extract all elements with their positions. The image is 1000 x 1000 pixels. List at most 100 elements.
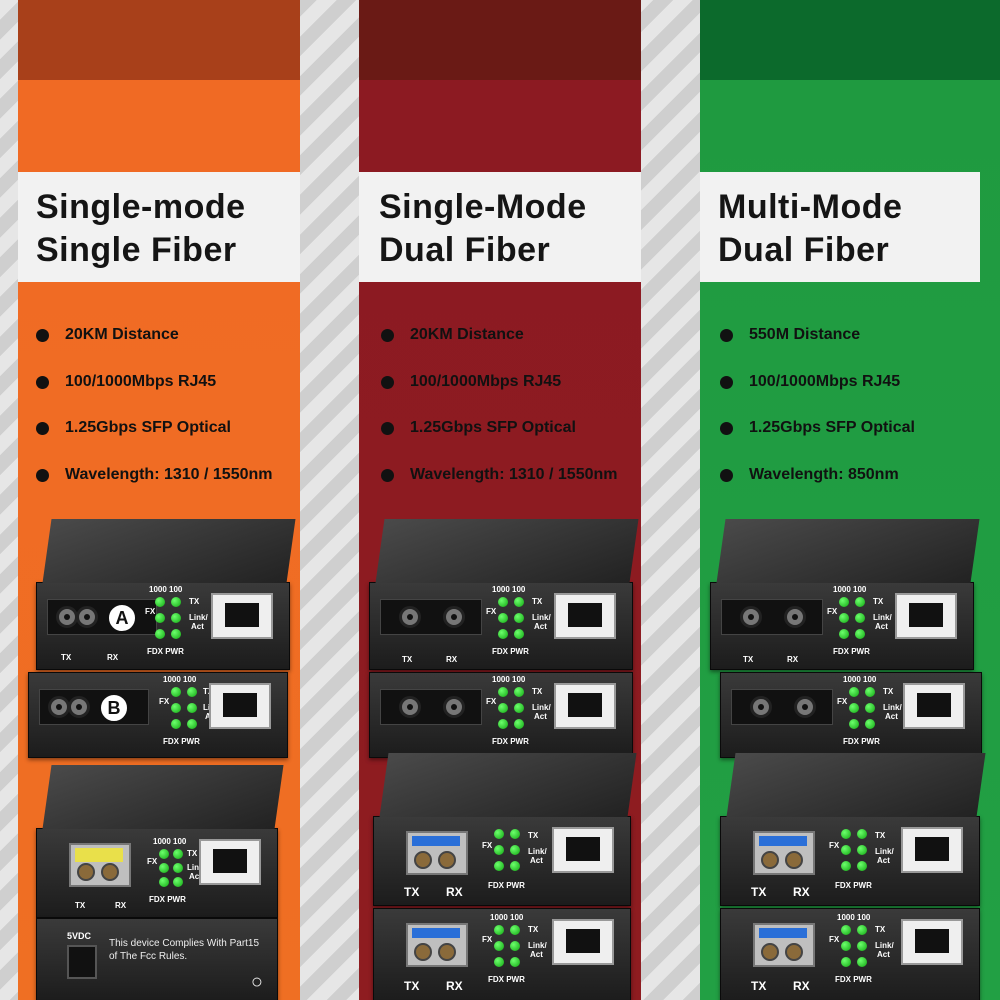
led-indicator <box>841 941 851 951</box>
title-band <box>359 172 641 282</box>
led-indicator <box>841 925 851 935</box>
fdx-pwr-label: FDX PWR <box>492 737 529 746</box>
led-indicator <box>514 613 524 623</box>
tx-led-label: TX <box>873 597 884 606</box>
bullet-icon <box>381 375 394 389</box>
feature-text: 100/1000Mbps RJ45 <box>410 372 562 390</box>
sc-port <box>784 606 806 628</box>
led-indicator <box>849 687 859 697</box>
led-indicator <box>187 687 197 697</box>
column-cap <box>359 0 641 80</box>
sfp-module <box>406 831 468 875</box>
feature-item: 1.25Gbps SFP Optical <box>720 419 915 466</box>
led-indicator <box>173 877 183 887</box>
act-label: Act <box>534 712 547 721</box>
sfp-port <box>761 851 779 869</box>
led-indicator <box>159 849 169 859</box>
led-indicator <box>171 597 181 607</box>
tx-led-label: TX <box>532 597 543 606</box>
feature-item: 100/1000Mbps RJ45 <box>381 373 618 420</box>
led-indicator <box>510 941 520 951</box>
speed-label: 1000 100 <box>490 913 524 922</box>
feature-list: 20KM Distance 100/1000Mbps RJ45 1.25Gbps… <box>381 326 618 512</box>
title-line-2: Dual Fiber <box>718 231 890 269</box>
led-indicator <box>855 613 865 623</box>
link-label: Link/ <box>875 847 894 856</box>
feature-item: 100/1000Mbps RJ45 <box>36 373 273 420</box>
act-label: Act <box>530 856 543 865</box>
bullet-icon <box>36 375 49 389</box>
sc-port <box>443 696 465 718</box>
tx-led-label: TX <box>528 925 539 934</box>
act-label: Act <box>530 950 543 959</box>
device-top-panel <box>42 519 296 583</box>
led-indicator <box>510 845 520 855</box>
speed-label: 1000 100 <box>492 585 526 594</box>
led-indicator <box>494 957 504 967</box>
led-indicator <box>494 925 504 935</box>
sc-port-block <box>47 599 157 635</box>
title-line-1: Multi-Mode <box>718 188 903 226</box>
column-cap <box>700 0 1000 80</box>
media-converter-sfp-b: TX RX 1000 100 FX TX Link/ Act FDX PWR <box>373 908 631 1000</box>
led-indicator <box>498 719 508 729</box>
led-indicator <box>171 687 181 697</box>
rj45-port <box>903 683 965 729</box>
tx-led-label: TX <box>189 597 200 606</box>
feature-text: 1.25Gbps SFP Optical <box>410 419 576 436</box>
feature-list: 20KM Distance 100/1000Mbps RJ45 1.25Gbps… <box>36 326 273 512</box>
fx-label: FX <box>482 841 493 850</box>
led-indicator <box>865 703 875 713</box>
feature-text: 100/1000Mbps RJ45 <box>65 372 217 390</box>
fx-label: FX <box>159 697 170 706</box>
act-label: Act <box>877 856 890 865</box>
led-indicator <box>510 829 520 839</box>
sfp-port <box>761 943 779 961</box>
column-cap <box>18 0 300 80</box>
tx-led-label: TX <box>875 925 886 934</box>
fcc-line-1: This device Complies With Part15 <box>109 938 260 949</box>
led-indicator <box>155 629 165 639</box>
led-indicator <box>510 925 520 935</box>
column-title: Multi-Mode Dual Fiber <box>718 186 902 272</box>
feature-text: Wavelength: 1310 / 1550nm <box>65 465 273 483</box>
led-indicator <box>841 957 851 967</box>
led-indicator <box>498 703 508 713</box>
fx-label: FX <box>829 935 840 944</box>
feature-text: Wavelength: 850nm <box>749 465 899 483</box>
fx-label: FX <box>486 697 497 706</box>
sfp-module <box>753 923 815 967</box>
led-indicator <box>494 829 504 839</box>
sfp-port <box>101 863 119 881</box>
led-indicator <box>857 925 867 935</box>
led-indicator <box>494 941 504 951</box>
bullet-icon <box>720 329 733 342</box>
fdx-pwr-label: FDX PWR <box>492 647 529 656</box>
feature-text: 1.25Gbps SFP Optical <box>65 419 231 436</box>
port-tx-label: TX <box>751 979 767 993</box>
fx-label: FX <box>145 607 156 616</box>
speed-label: 1000 100 <box>492 675 526 684</box>
led-indicator <box>857 861 867 871</box>
sfp-port <box>785 943 803 961</box>
media-converter-a: A TX RX 1000 100 FX TX Link/ Act FDX PWR <box>36 519 296 670</box>
speed-label: 1000 100 <box>149 585 183 594</box>
led-indicator <box>865 687 875 697</box>
act-label: Act <box>534 622 547 631</box>
feature-text: 20KM Distance <box>410 326 524 343</box>
tx-led-label: TX <box>875 831 886 840</box>
sc-port <box>56 606 78 628</box>
link-label: Link/ <box>189 613 208 622</box>
media-converter-b: B 1000 100 FX TX Link/ Act FDX PWR <box>28 672 288 758</box>
feature-text: 550M Distance <box>749 326 861 343</box>
sc-port <box>443 606 465 628</box>
led-indicator <box>171 613 181 623</box>
fdx-pwr-label: FDX PWR <box>835 881 872 890</box>
led-indicator <box>839 613 849 623</box>
led-indicator <box>498 687 508 697</box>
act-label: Act <box>885 712 898 721</box>
bullet-icon <box>381 329 394 342</box>
sc-port <box>48 696 70 718</box>
media-converter-sfp-a: TX RX FX TX Link/ Act FDX PWR <box>373 753 637 906</box>
speed-label: 1000 100 <box>163 675 197 684</box>
